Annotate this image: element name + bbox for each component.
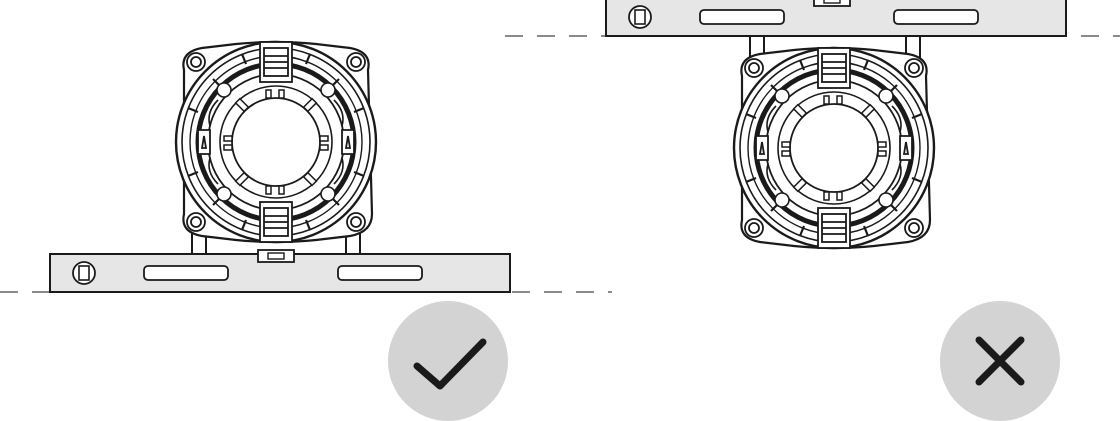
badge-incorrect [940,301,1060,421]
cross-icon [975,336,1025,386]
mounting-box-incorrect [734,48,934,248]
panel-correct [0,42,612,421]
panel-incorrect [505,0,1120,421]
mounting-box-correct [176,42,376,242]
spirit-level-correct [49,249,511,293]
badge-correct-circle [388,301,508,421]
checkmark-icon [413,338,487,390]
badge-correct [388,301,508,421]
spirit-level-incorrect [605,0,1067,37]
